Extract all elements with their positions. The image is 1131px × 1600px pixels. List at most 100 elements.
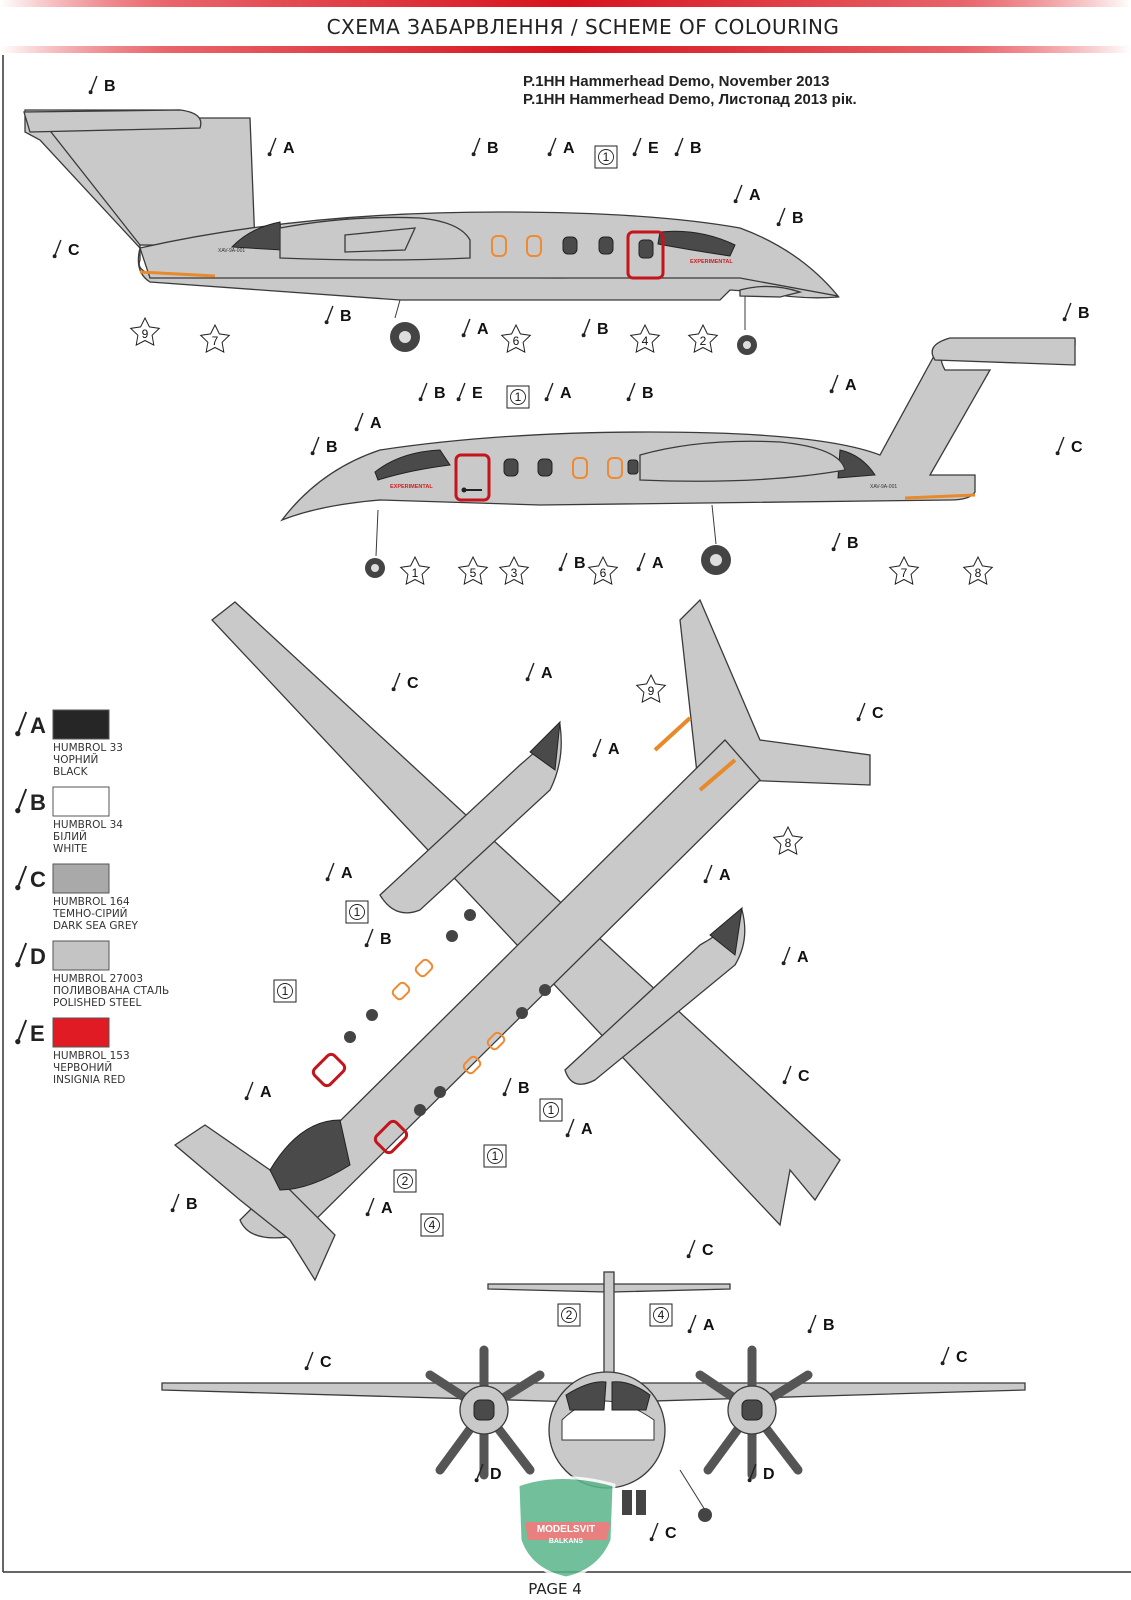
paint-callout: C [304, 1351, 332, 1371]
paint-callout: B [310, 436, 338, 456]
window-orange [607, 457, 623, 479]
paint-letter: D [490, 1466, 502, 1483]
paint-letter: B [823, 1317, 835, 1334]
paint-callout: B [626, 382, 654, 402]
brush-icon [545, 382, 554, 400]
paint-letter: E [648, 140, 659, 157]
brush-icon [783, 1065, 792, 1083]
decal-box-marker: 1 [483, 1144, 507, 1168]
decal-number: 4 [429, 1218, 436, 1232]
decal-box-marker: 1 [594, 145, 618, 169]
paint-callout: A [525, 662, 553, 682]
paint-letter: B [340, 308, 352, 325]
brush-icon [808, 1314, 817, 1332]
brush-icon [245, 1081, 254, 1099]
paint-letter: C [798, 1068, 810, 1085]
logo-text-2: BALKANS [549, 1538, 584, 1545]
paint-callout: D [747, 1463, 775, 1483]
window-orange [526, 235, 542, 257]
paint-callout: B [674, 137, 702, 157]
decal-box-marker: 1 [273, 979, 297, 1003]
brush-icon [16, 865, 28, 888]
brush-icon [366, 1197, 375, 1215]
brush-icon [326, 862, 335, 880]
paint-callout: C [856, 702, 884, 722]
decal-number: 5 [470, 566, 477, 580]
decal-star-marker: 9 [129, 316, 161, 347]
paint-letter: A [749, 187, 761, 204]
door-window [638, 239, 654, 259]
decal-star-marker: 1 [399, 555, 431, 586]
paint-letter: A [608, 741, 620, 758]
brush-icon [365, 928, 374, 946]
brush-icon [325, 305, 334, 323]
exhaust-panel [837, 449, 876, 479]
paint-letter: B [1078, 305, 1090, 322]
legend-name-en: DARK SEA GREY [53, 920, 138, 932]
decal-star-marker: 7 [199, 323, 231, 354]
decal-number: 7 [901, 566, 908, 580]
propeller-left [425, 1345, 545, 1480]
paint-callout: A [592, 738, 620, 758]
side-view-right: XAV-9A-001 EXPERIMENTAL [23, 109, 840, 355]
paint-callout: A [636, 552, 664, 572]
paint-callout: A [354, 412, 382, 432]
brush-icon [704, 864, 713, 882]
paint-letter: A [719, 867, 731, 884]
door-red-outline [311, 1052, 347, 1088]
decal-star-marker: 7 [888, 555, 920, 586]
paint-letter: B [597, 321, 609, 338]
paint-letter: B [326, 439, 338, 456]
page-number: PAGE 4 [528, 1580, 582, 1598]
legend-name-ua: ЧЕРВОНИЙ [53, 1061, 112, 1074]
paint-callout: A [544, 382, 572, 402]
legend-name-en: BLACK [53, 766, 89, 778]
decal-number: 1 [354, 905, 361, 919]
cockpit-window [657, 230, 736, 257]
paint-callout: A [829, 374, 857, 394]
door-red-outline [626, 230, 665, 280]
brush-icon [688, 1314, 697, 1332]
paint-letter: A [260, 1084, 272, 1101]
paint-callout: A [244, 1081, 272, 1101]
decal-number: 1 [282, 984, 289, 998]
legend-letter: A [30, 713, 46, 738]
paint-letter: A [797, 949, 809, 966]
paint-letter: A [703, 1317, 715, 1334]
decal-box-marker: 4 [649, 1303, 673, 1327]
decal-star-marker: 8 [962, 555, 994, 586]
paint-callout: A [781, 946, 809, 966]
fuselage-side [280, 339, 1076, 522]
decal-star-marker: 4 [629, 323, 661, 354]
brush-icon [475, 1463, 484, 1481]
window-black [503, 458, 519, 477]
window-orange [491, 235, 507, 257]
paint-callout: B [418, 382, 446, 402]
decal-number: 2 [402, 1174, 409, 1188]
paint-callout: C [782, 1065, 810, 1085]
brush-icon [637, 552, 646, 570]
subtitle-ua: P.1HH Hammerhead Demo, Листопад 2013 рік… [523, 91, 857, 108]
header: СХЕМА ЗАБАРВЛЕННЯ / SCHEME OF COLOURING … [0, 0, 1131, 108]
color-swatch [52, 940, 110, 971]
brush-icon [472, 137, 481, 155]
paint-callout: A [733, 184, 761, 204]
page-title: СХЕМА ЗАБАРВЛЕННЯ / SCHEME OF COLOURING [327, 15, 840, 39]
registration: XAV-9A-001 [218, 248, 245, 254]
decal-number: 9 [142, 327, 149, 341]
orange-strip [904, 493, 976, 500]
paint-letter: C [68, 242, 80, 259]
experimental-label: EXPERIMENTAL [690, 259, 733, 265]
paint-callout: C [940, 1346, 968, 1366]
brush-icon [830, 374, 839, 392]
color-swatch [52, 709, 110, 740]
decal-number: 4 [642, 334, 649, 348]
paint-callout: B [502, 1077, 530, 1097]
legend-code: HUMBROL 27003 [53, 973, 143, 985]
decal-star-marker: 6 [587, 555, 619, 586]
subtitle-en: P.1HH Hammerhead Demo, November 2013 [523, 73, 830, 90]
